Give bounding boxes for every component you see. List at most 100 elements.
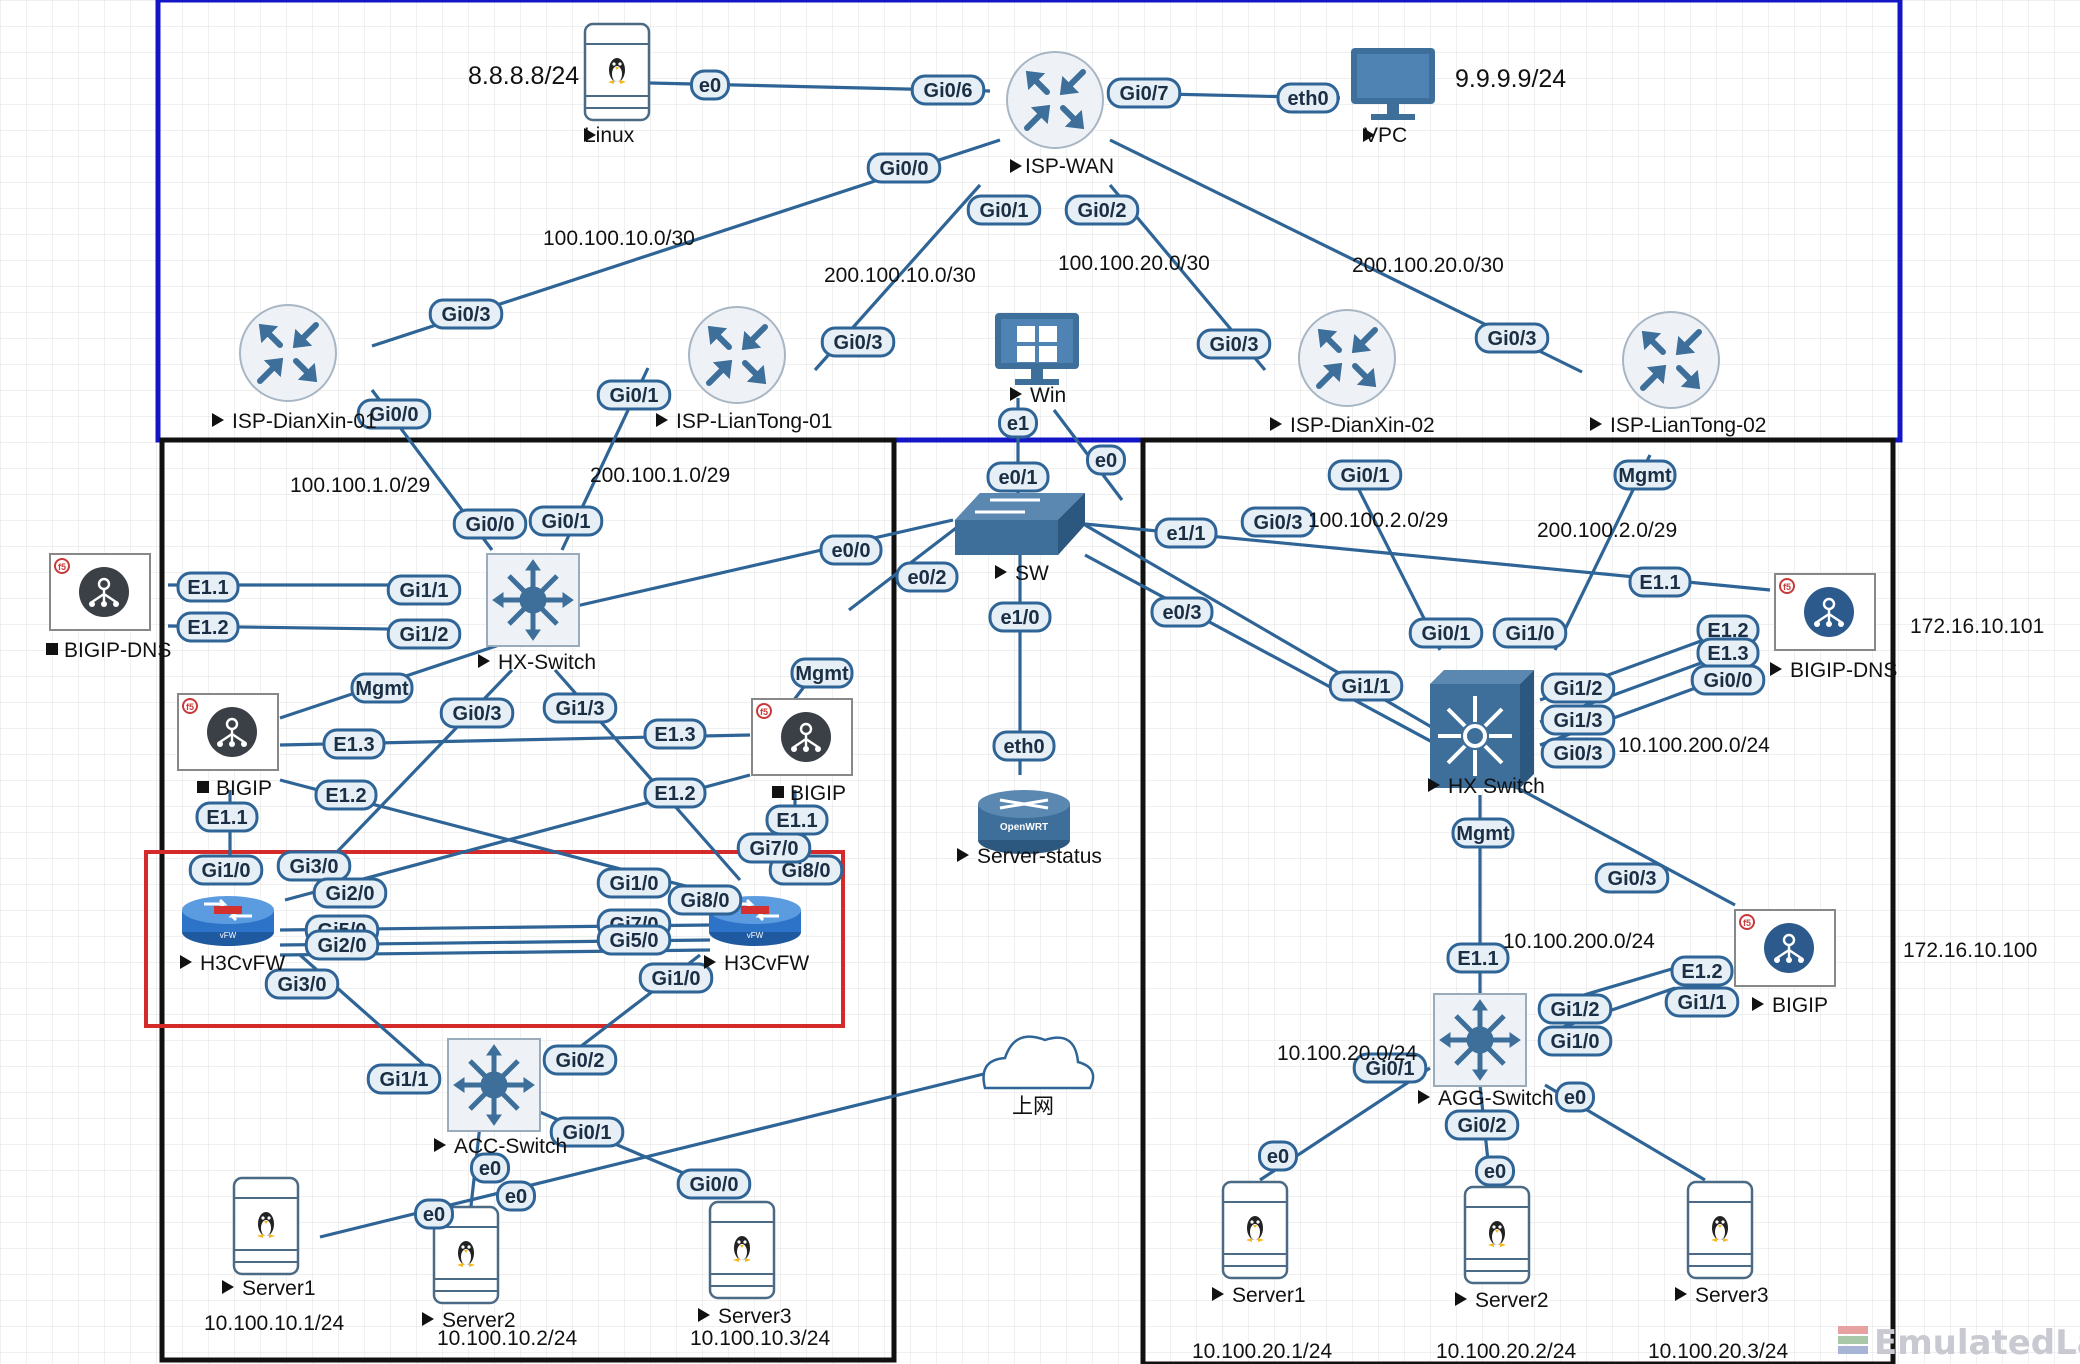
interface-tag: E1.2 [1670, 955, 1734, 987]
interface-tag-pill [386, 618, 462, 650]
sw-switch-icon[interactable] [955, 493, 1085, 555]
node-label: ISP-DianXin-02 [1290, 414, 1435, 437]
interface-tag-pill [986, 461, 1050, 493]
node-label: ACC-Switch [454, 1135, 567, 1158]
interface-tag: Gi0/3 [428, 298, 504, 330]
interface-tag-label: Gi7/0 [750, 838, 799, 860]
interface-tag-pill [1474, 322, 1550, 354]
interface-tag-pill [1150, 596, 1214, 628]
interface-tag-pill [304, 929, 380, 961]
node-label: H3CvFW [724, 952, 809, 975]
interface-tag-pill [1106, 77, 1182, 109]
interface-tag-label: Gi0/2 [556, 1050, 605, 1072]
openwrt-router-icon[interactable]: OpenWRT [978, 790, 1070, 854]
agg-switch-icon[interactable] [1434, 994, 1526, 1086]
interface-tag: e0/1 [986, 461, 1050, 493]
isp-wan-router-icon[interactable] [1007, 52, 1103, 148]
hx-switch-left-icon[interactable] [487, 554, 579, 646]
interface-tag-pill [312, 877, 388, 909]
server-ip: 10.100.20.2/24 [1436, 1340, 1576, 1363]
interface-tag-pill [596, 867, 672, 899]
watermark-text: EmulatedLab [1874, 1323, 2080, 1363]
interface-tag-pill [1613, 459, 1677, 491]
interface-tag: Gi1/0 [1492, 617, 1568, 649]
emulatedlab-logo-icon [1838, 1326, 1868, 1354]
interface-tag-pill [1690, 664, 1766, 696]
interface-tag-label: e0 [505, 1186, 527, 1208]
interface-tag-pill [1492, 617, 1568, 649]
bigip-dns-left-icon[interactable] [48, 552, 152, 632]
isp-dianxin-02-router-icon[interactable] [1299, 310, 1395, 406]
interface-tag-pill [1670, 955, 1734, 987]
interface-tag: e1/0 [988, 601, 1052, 633]
isp-liantong-02-router-icon[interactable] [1623, 312, 1719, 408]
interface-tag-label: Gi0/0 [1704, 670, 1753, 692]
interface-tag: e0/2 [895, 561, 959, 593]
interface-tag: eth0 [992, 730, 1056, 762]
isp-liantong-01-router-icon[interactable] [689, 307, 785, 403]
interface-tag: Gi0/3 [1196, 328, 1272, 360]
linux-server-icon[interactable] [583, 22, 651, 122]
node-label: H3CvFW [200, 952, 285, 975]
interface-tag: Gi0/0 [356, 398, 432, 430]
interface-tag-pill [1240, 506, 1316, 538]
interface-tag: E1.2 [1696, 614, 1760, 646]
interface-tag: e0/0 [819, 534, 883, 566]
subnet-note: 100.100.1.0/29 [290, 474, 430, 497]
server3-right-icon[interactable] [1686, 1180, 1754, 1280]
isp-dianxin-01-router-icon[interactable] [240, 305, 336, 401]
server1-left-icon[interactable] [232, 1176, 300, 1276]
server-ip: 10.100.20.3/24 [1648, 1340, 1788, 1363]
node-label: Linux [584, 124, 635, 147]
interface-tag: Gi8/0 [667, 884, 743, 916]
bigip-left-2-icon[interactable] [750, 697, 854, 777]
interface-tag-pill [1086, 444, 1126, 476]
left-site-border [159, 437, 897, 1363]
interface-tag-pill [414, 1198, 454, 1230]
interface-tag-label: e0/3 [1163, 602, 1202, 624]
ip-note: 8.8.8.8/24 [468, 62, 579, 90]
interface-tag-pill [1537, 993, 1613, 1025]
node-label: Server3 [1695, 1284, 1769, 1307]
interface-tag: E1.3 [1696, 637, 1760, 669]
interface-tag-label: e1/1 [1167, 523, 1206, 545]
interface-tag: Mgmt [1451, 817, 1515, 849]
interface-tag-label: e1/0 [1001, 607, 1040, 629]
server1-right-icon[interactable] [1221, 1180, 1289, 1280]
interface-tag: Gi0/1 [1408, 617, 1484, 649]
bigip-dns-right-icon[interactable] [1773, 572, 1877, 652]
interface-tag: Gi0/3 [439, 697, 515, 729]
interface-tag: Gi3/0 [276, 850, 352, 882]
interface-tag-label: Gi1/2 [400, 624, 449, 646]
subnet-note: 200.100.2.0/29 [1537, 519, 1677, 542]
interface-tag: Gi0/7 [1106, 77, 1182, 109]
interface-tag: Gi1/0 [188, 854, 264, 886]
server2-right-icon[interactable] [1463, 1185, 1531, 1285]
interface-tag-pill [176, 571, 240, 603]
interface-tag-label: Gi0/0 [880, 158, 929, 180]
interface-tag: Gi0/0 [452, 508, 528, 540]
subnet-note: 200.100.10.0/30 [824, 264, 976, 287]
interface-tag-pill [452, 508, 528, 540]
interface-tag: e0 [496, 1180, 536, 1212]
interface-tag-pill [1555, 1081, 1595, 1113]
interface-tag-label: Mgmt [1618, 465, 1672, 487]
h3cvfw-1-icon[interactable] [180, 894, 276, 948]
interface-tag-label: e0/0 [832, 540, 871, 562]
interface-tag-pill [596, 379, 672, 411]
interface-tag: Gi0/3 [1474, 322, 1550, 354]
server3-left-icon[interactable] [708, 1200, 776, 1300]
acc-switch-icon[interactable] [448, 1039, 540, 1131]
interface-tag-label: Gi1/2 [1554, 678, 1603, 700]
bigip-right-icon[interactable] [1733, 908, 1837, 988]
interface-tag-label: Gi0/1 [563, 1122, 612, 1144]
interface-tag: Gi2/0 [304, 929, 380, 961]
interface-tag-pill [1540, 704, 1616, 736]
interface-tag-pill [1540, 672, 1616, 704]
hx-switch-right-icon[interactable] [1428, 668, 1536, 790]
interface-tag-pill [470, 1152, 510, 1184]
interface-tag-pill [1444, 1109, 1520, 1141]
bigip-left-1-icon[interactable] [176, 692, 280, 772]
server-ip: 10.100.20.1/24 [1192, 1340, 1332, 1363]
